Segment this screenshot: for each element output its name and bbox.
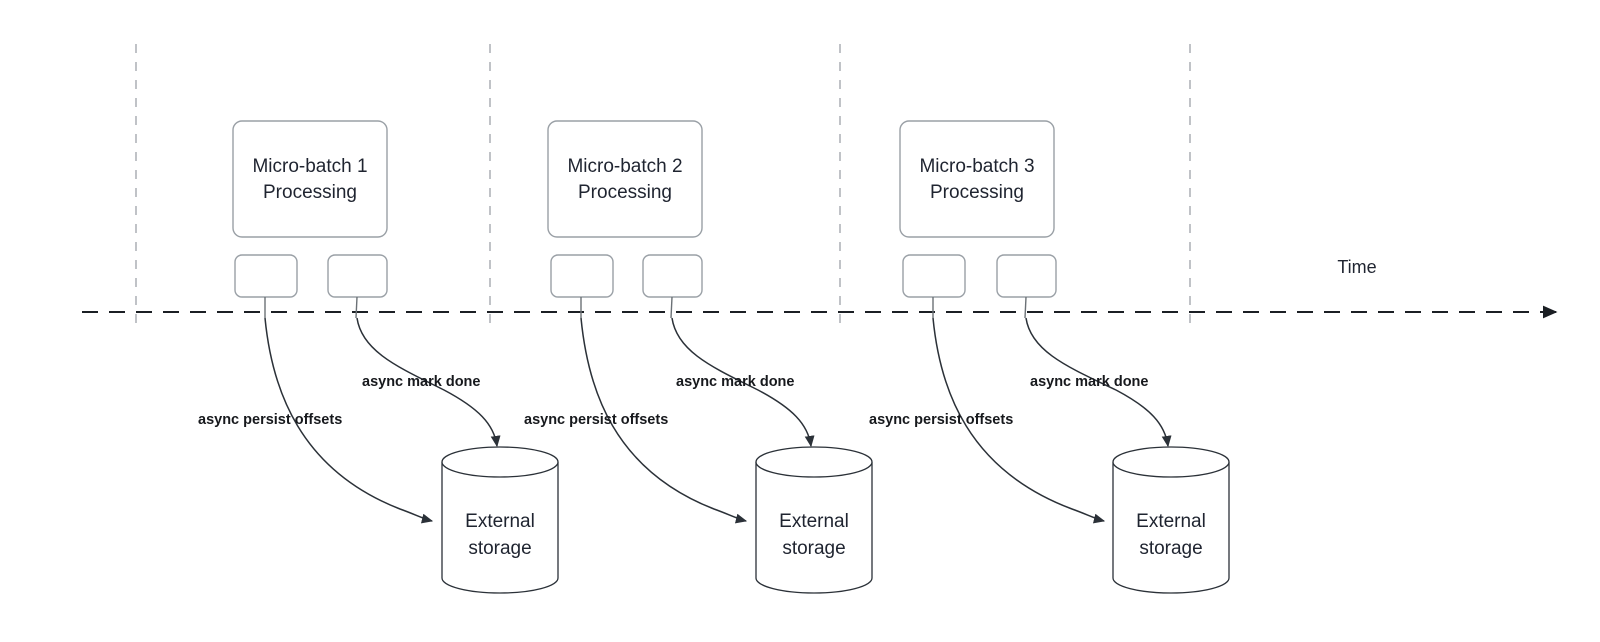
edge-mark-done-3 [1025, 317, 1172, 448]
external-storage-1[interactable]: External storage [441, 446, 559, 594]
edge-label-persist-offsets-2: async persist offsets [524, 412, 668, 428]
edge-mark-done-2 [671, 317, 815, 448]
group-1: Micro-batch 1 Processing async persist o… [198, 120, 559, 594]
external-storage-2[interactable]: External storage [755, 446, 873, 594]
external-storage-3[interactable]: External storage [1112, 446, 1230, 594]
process-box-3[interactable] [899, 120, 1055, 238]
edge-label-mark-done-1: async mark done [362, 374, 480, 390]
task-stem-2b [670, 296, 673, 319]
task-stem-3b [1024, 296, 1027, 319]
group-3: Micro-batch 3 Processing async persist o… [869, 120, 1230, 594]
edge-persist-offsets-2 [580, 317, 748, 524]
group-2: Micro-batch 2 Processing async persist o… [524, 120, 873, 594]
task-box-1b[interactable] [327, 254, 388, 298]
task-box-3a[interactable] [902, 254, 966, 298]
process-box-2-line1: Micro-batch 2 [567, 156, 682, 177]
edge-mark-done-1 [356, 317, 501, 448]
edge-label-mark-done-2: async mark done [676, 374, 794, 390]
external-storage-2-line2: storage [782, 538, 845, 559]
task-box-2a[interactable] [550, 254, 614, 298]
edge-label-mark-done-3: async mark done [1030, 374, 1148, 390]
task-box-3b[interactable] [996, 254, 1057, 298]
edge-label-persist-offsets-1: async persist offsets [198, 412, 342, 428]
process-box-3-line2: Processing [930, 182, 1024, 203]
external-storage-1-line1: External [465, 511, 535, 532]
process-box-1[interactable] [232, 120, 388, 238]
edge-persist-offsets-1 [264, 317, 434, 524]
edge-persist-offsets-3 [932, 317, 1106, 524]
process-box-1-line1: Micro-batch 1 [252, 156, 367, 177]
external-storage-2-line1: External [779, 511, 849, 532]
task-box-1a[interactable] [234, 254, 298, 298]
process-box-3-line1: Micro-batch 3 [919, 156, 1034, 177]
process-box-2-line2: Processing [578, 182, 672, 203]
external-storage-1-line2: storage [468, 538, 531, 559]
edge-label-persist-offsets-3: async persist offsets [869, 412, 1013, 428]
process-box-1-line2: Processing [263, 182, 357, 203]
time-axis-label: Time [1337, 257, 1376, 277]
task-stem-1b [355, 296, 358, 319]
task-box-2b[interactable] [642, 254, 703, 298]
process-box-2[interactable] [547, 120, 703, 238]
guide-lines [135, 44, 1191, 330]
external-storage-3-line1: External [1136, 511, 1206, 532]
external-storage-3-line2: storage [1139, 538, 1202, 559]
